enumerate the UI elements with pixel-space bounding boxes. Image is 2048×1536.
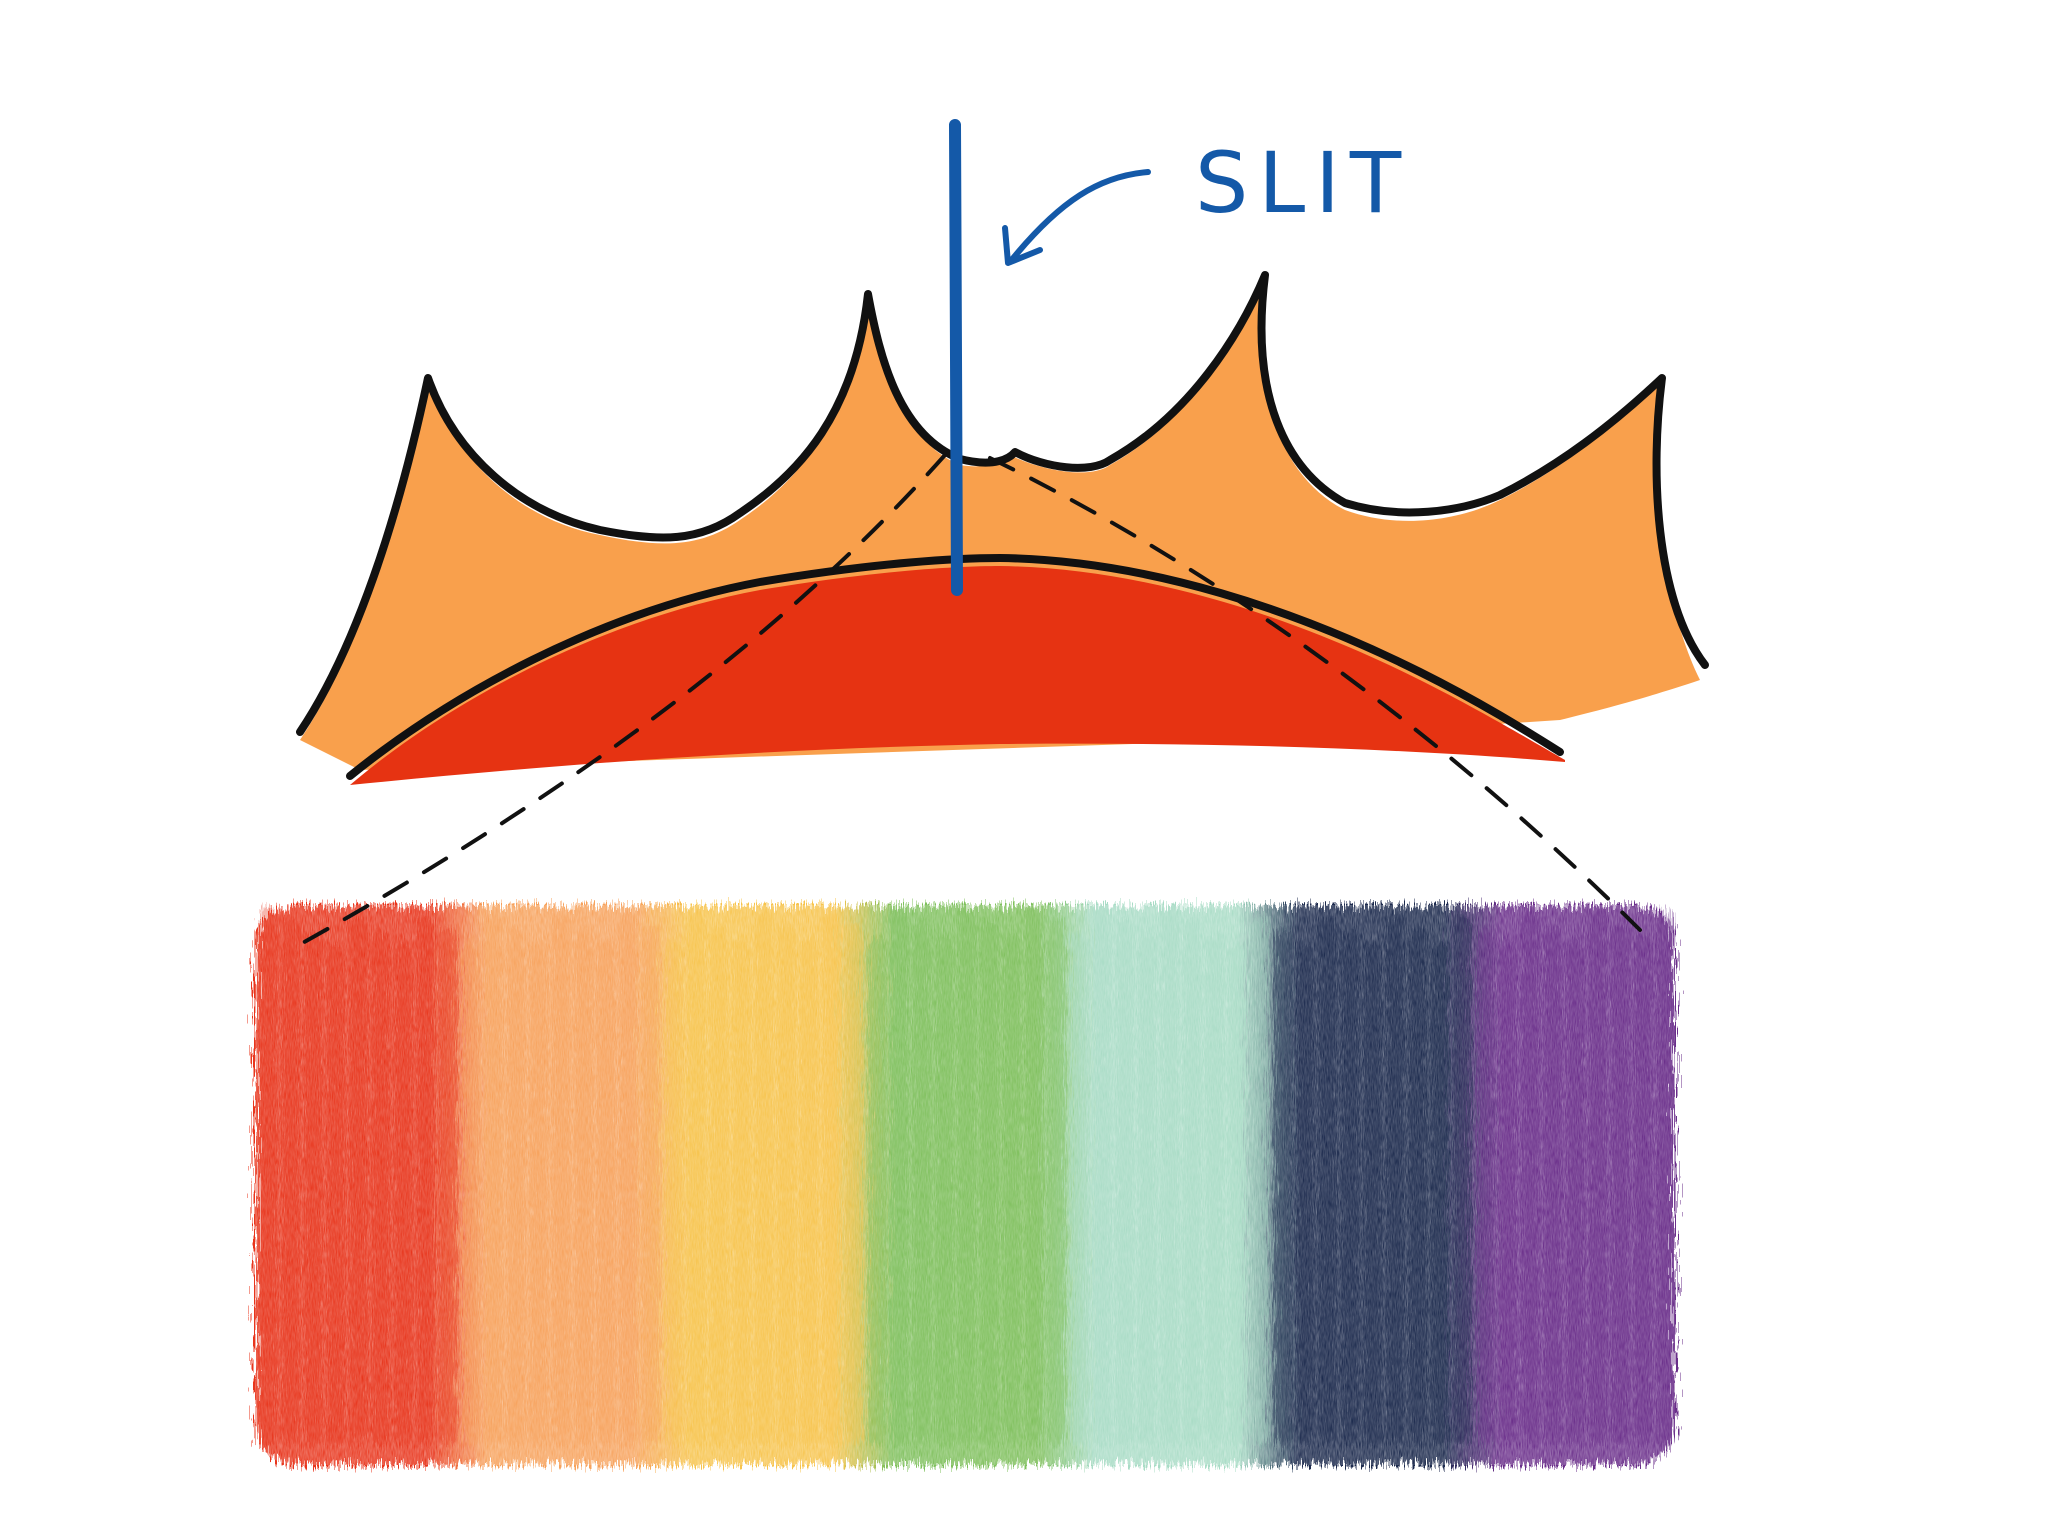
spectrum-crayon-stroke [800,937,819,1445]
spectrum-crayon-stroke [1566,939,1585,1445]
color-spectrum [255,905,1675,1465]
spectrum-crayon-stroke [777,924,796,1445]
spectrum-crayon-stroke [506,928,526,1445]
red-dome-outline [346,553,1564,780]
spectrum-crayon-stroke [1318,916,1337,1445]
spectrum-crayon-stroke [687,912,706,1445]
spectrum-crayon-stroke [1656,911,1675,1445]
spectrum-crayon-stroke [1476,927,1495,1445]
spectrum-crayon-stroke [1363,942,1382,1445]
spectrum-crayon-stroke [957,908,977,1445]
spectrum-crayon-stroke [416,916,436,1445]
spectrum-crayon-stroke [1070,933,1089,1445]
spectrum-crayon-stroke [1183,918,1202,1445]
spectrum-crayon-stroke [461,942,481,1445]
spectrum-crayon-stroke [1498,940,1518,1445]
slit-line [949,119,963,596]
slit-annotation: SLIT [1002,134,1411,266]
slit [949,119,963,596]
spectrum-crayon-stroke [574,927,593,1445]
spectrum-crayon-stroke [1588,912,1608,1445]
spectrum-crayon-stroke [1250,917,1270,1445]
slit-label: SLIT [1195,134,1411,232]
red-dome-fill [350,566,1565,785]
spectrum-crayon-stroke [935,935,954,1445]
spectrum-crayon-stroke [597,940,616,1445]
spectrum-crayon-stroke [1543,926,1563,1445]
spectrum-crayon-stroke [349,917,368,1445]
spectrum-crayon-stroke [371,930,391,1445]
spectrum-crayon-stroke [304,931,323,1445]
slit-pointer-arrow [1007,169,1151,265]
spectrum-crayon-stroke [281,918,300,1445]
spectrum-crayon-stroke [709,925,729,1445]
spectrum-crayon-stroke [1047,920,1067,1445]
spectrum-crayon-stroke [732,938,751,1445]
slit-pointer-arrowhead [1002,225,1043,266]
spectrum-crayon-stroke [619,913,638,1445]
spectrum-crayon-stroke [552,914,571,1445]
spectrum-crayon-stroke [664,939,684,1445]
spectrum-crayon-stroke [890,909,909,1445]
spectrum-crayon-stroke [259,905,278,1445]
spectrum-crayon-stroke [1386,915,1405,1445]
spectrum-crayon-stroke [1093,906,1112,1445]
spectrum-crayon-stroke [1205,931,1225,1445]
spectrum-crayon-stroke [1115,919,1134,1445]
spectrum-crayon-stroke [529,941,548,1445]
spectrum-crayon-stroke [642,926,661,1445]
spectrum-crayon-stroke [1160,905,1179,1445]
spectrum-crayon-stroke [1228,944,1247,1445]
spectrum-crayon-stroke [1431,941,1450,1445]
spectrum-crayon-stroke [1611,925,1630,1445]
spectrum-crayon-stroke [912,922,932,1445]
spectrum-crayon-stroke [439,929,458,1445]
spectrum-crayon-stroke [1340,929,1360,1445]
spectrum-crayon-stroke [754,911,774,1445]
spectrum-crayon-stroke [394,943,413,1445]
left-projection-dashed-line [288,453,947,952]
spectrum-crayon-stroke [1273,930,1292,1445]
projection-lines [288,453,1642,952]
red-dome-shape [346,553,1565,785]
spectrum-crayon-stroke [1408,928,1427,1445]
spectrum-crayon-stroke [326,944,345,1445]
spectrum-crayon-stroke [1453,914,1472,1445]
spectrum-crayon-stroke [845,923,864,1445]
spectrum-crayon-stroke [822,910,841,1445]
spectrum-crayon-stroke [980,921,999,1445]
spectrum-crayon-stroke [867,936,886,1445]
spectrum-crayon-stroke [484,915,503,1445]
spectrum-crayon-stroke [1138,932,1157,1445]
spectrum-strips [259,905,1675,1445]
spiky-shape-outline [296,271,1709,736]
spectrum-crayon-stroke [1521,913,1540,1445]
spectrum-crayon-stroke [1025,907,1044,1445]
spectrum-crayon-stroke [1002,934,1022,1445]
spectrum-crayon-stroke [1295,943,1315,1445]
spectrum-crayon-stroke [1633,938,1653,1445]
right-projection-dashed-line [988,456,1642,932]
